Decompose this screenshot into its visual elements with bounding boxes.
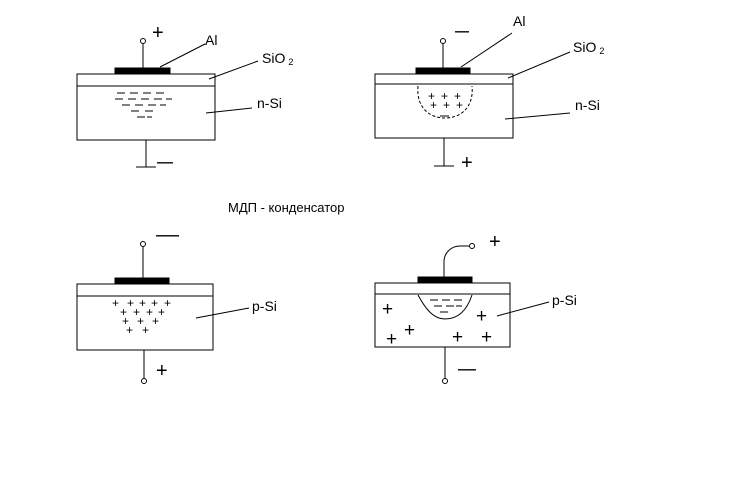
svg-text:+: + — [142, 323, 149, 337]
svg-text:+: + — [404, 320, 415, 341]
device-2-gate-plate — [415, 67, 471, 75]
svg-text:+: + — [443, 98, 450, 112]
device-3-label-psi: p-Si — [252, 298, 277, 314]
device-3 — [76, 241, 250, 384]
device-1-leader-al — [159, 43, 206, 68]
device-3-gate-plate — [114, 277, 170, 285]
device-1-label-nsi: n-Si — [257, 95, 282, 111]
svg-text:+: + — [456, 98, 463, 112]
device-1-substrate — [76, 73, 216, 141]
device-2-holes: + + + + + + — [428, 89, 463, 112]
device-3-gate-minus: — — [156, 224, 179, 246]
svg-text:+: + — [481, 327, 492, 348]
svg-text:+: + — [127, 296, 134, 310]
svg-text:+: + — [476, 306, 487, 327]
device-4-gate-plus: + — [489, 231, 501, 253]
svg-text:+: + — [158, 305, 165, 319]
svg-text:+: + — [139, 296, 146, 310]
device-4-leader-psi — [496, 301, 550, 317]
svg-text:+: + — [164, 296, 171, 310]
device-2-leader-al — [460, 32, 513, 68]
device-2-label-nsi: n-Si — [575, 97, 600, 113]
device-4 — [374, 243, 550, 384]
svg-text:+: + — [151, 296, 158, 310]
svg-text:+: + — [120, 305, 127, 319]
device-2 — [374, 32, 571, 167]
diagram-title: МДП - конденсатор — [228, 200, 344, 215]
device-3-back-terminal — [141, 378, 147, 384]
svg-text:+: + — [152, 314, 159, 328]
device-2-depletion-region — [417, 85, 473, 119]
device-3-gate-terminal — [140, 241, 146, 247]
svg-text:+: + — [133, 305, 140, 319]
device-1 — [76, 38, 259, 168]
device-1-electrons — [115, 92, 172, 118]
svg-text:+: + — [428, 89, 435, 103]
device-4-inversion-region — [417, 294, 473, 320]
device-4-gate-wire — [443, 245, 469, 277]
svg-text:+: + — [386, 329, 397, 350]
device-1-gate-plus: + — [152, 22, 164, 44]
device-2-gate-minus: — — [455, 20, 469, 42]
svg-text:+: + — [452, 327, 463, 348]
svg-text:+: + — [112, 296, 119, 310]
device-3-leader-psi — [195, 307, 250, 319]
device-4-back-terminal — [442, 378, 448, 384]
device-3-substrate — [76, 283, 214, 351]
device-4-gate-plate — [417, 276, 473, 284]
device-1-label-al: Al — [205, 32, 217, 48]
device-3-holes: + + + + + + + + + + + + + + — [112, 296, 171, 337]
device-1-leader-nsi — [205, 107, 253, 114]
svg-text:+: + — [454, 89, 461, 103]
device-1-back-minus: — — [157, 151, 173, 173]
device-2-back-plus: + — [461, 152, 473, 174]
device-3-back-plus: + — [156, 360, 168, 382]
svg-text:+: + — [137, 314, 144, 328]
svg-text:+: + — [430, 98, 437, 112]
device-4-holes: + + + + + + — [382, 299, 492, 350]
device-4-label-psi: p-Si — [552, 292, 577, 308]
svg-text:+: + — [126, 323, 133, 337]
svg-text:+: + — [146, 305, 153, 319]
device-4-electrons — [430, 299, 462, 313]
device-1-gate-plate — [114, 67, 171, 75]
device-4-gate-terminal — [469, 243, 475, 249]
device-2-gate-terminal — [440, 38, 446, 44]
device-2-leader-sio2 — [507, 51, 571, 79]
device-4-back-minus: — — [458, 358, 476, 380]
svg-text:+: + — [382, 299, 393, 320]
device-2-leader-nsi — [504, 112, 571, 120]
device-1-leader-sio2 — [208, 60, 259, 80]
svg-text:+: + — [441, 89, 448, 103]
svg-text:+: + — [122, 314, 129, 328]
device-1-gate-terminal — [140, 38, 146, 44]
device-2-label-al: Al — [513, 13, 525, 29]
